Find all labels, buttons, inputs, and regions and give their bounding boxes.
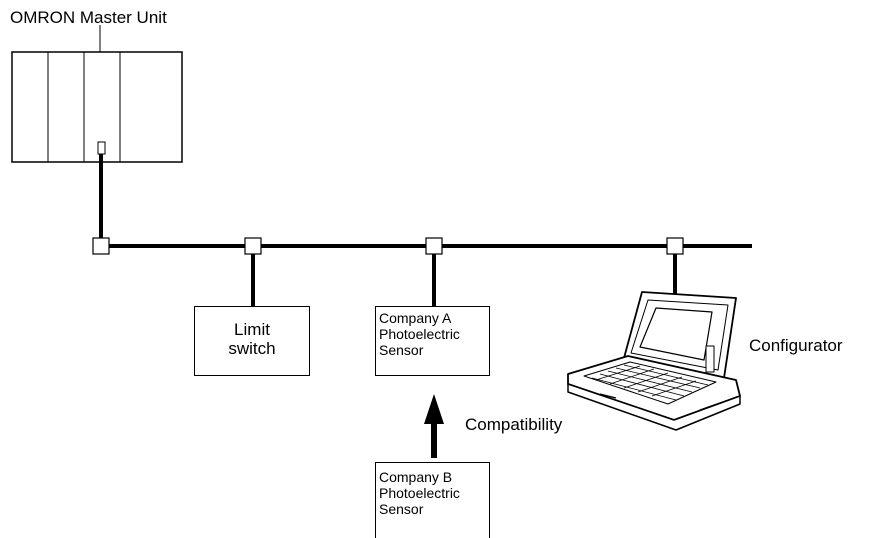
tap-configurator [666,237,684,255]
sensor-a-box: Company A Photoelectric Sensor [375,306,490,376]
configurator-label: Configurator [749,336,843,355]
sensor-a-label: Company A Photoelectric Sensor [379,310,460,358]
laptop-icon [567,291,741,431]
master-unit-rack [11,51,183,163]
master-unit-label: OMRON Master Unit [10,8,167,27]
compatibility-arrow [424,394,444,458]
tap-master [92,237,110,255]
sensor-b-label: Company B Photoelectric Sensor [379,469,460,517]
tap-limit-switch [244,237,262,255]
compatibility-label: Compatibility [465,415,563,434]
limit-switch-label: Limit switch [228,320,276,358]
limit-switch-box: Limit switch [194,306,310,376]
tap-sensor-a [425,237,443,255]
sensor-b-box: Company B Photoelectric Sensor [375,462,490,538]
